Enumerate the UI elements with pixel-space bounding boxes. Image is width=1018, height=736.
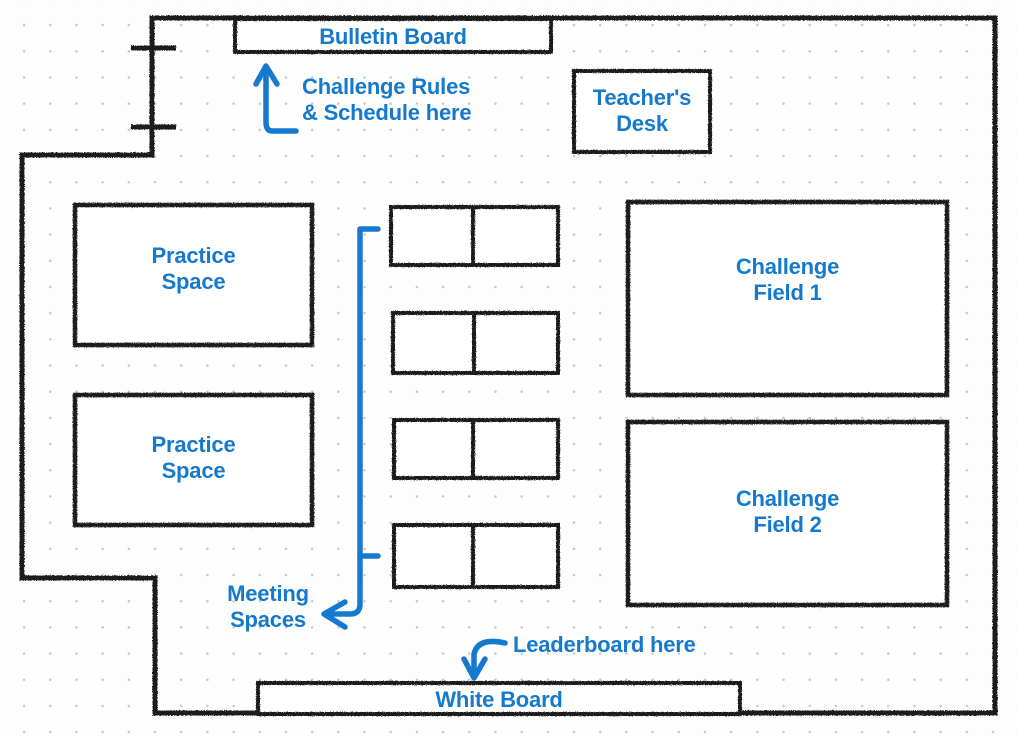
white-board-shape [256,681,742,716]
leaderboard-arrow-icon [471,638,508,675]
meeting-table-3-shape [392,418,560,480]
rules-arrowhead-icon [253,63,280,87]
practice-space-1-shape [72,202,315,348]
meeting-arrowhead-icon [321,599,348,630]
leaderboard-arrowhead-icon [461,656,488,681]
meeting-bracket-icon [328,226,381,617]
challenge-field-2-shape [625,419,950,608]
meeting-table-4-shape [392,523,560,589]
teacher-desk-shape [572,69,712,154]
bulletin-board-shape [233,17,553,54]
challenge-field-1-shape [625,199,950,398]
rules-arrow-icon [263,67,299,134]
room-outline [19,15,998,716]
practice-space-2-shape [72,392,315,528]
